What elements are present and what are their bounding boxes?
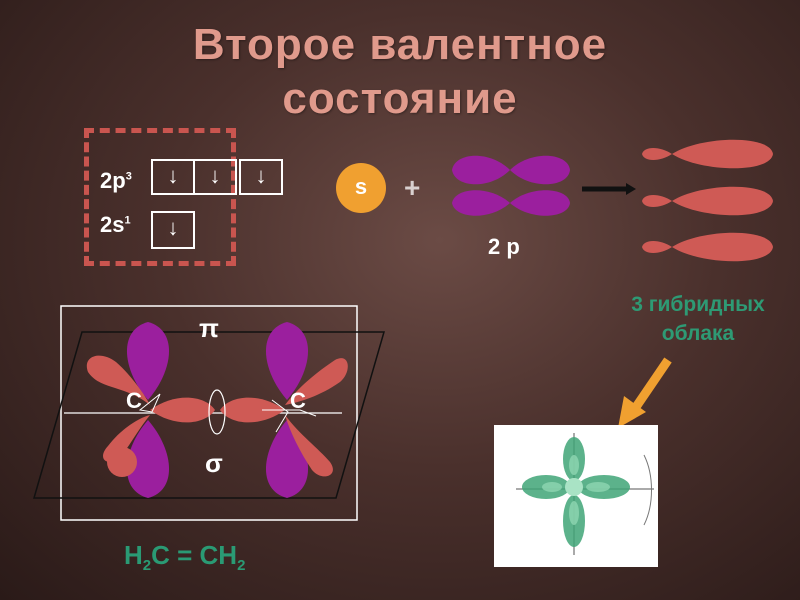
ethylene-formula: H2C = CH2 bbox=[124, 540, 246, 575]
carbon-center-marks bbox=[138, 393, 317, 433]
s-cell-1: ↓ bbox=[151, 211, 195, 249]
sigma-overlap-ring bbox=[208, 389, 226, 435]
config-2p-label: 2p3 bbox=[100, 168, 132, 193]
green-orbitals-picture bbox=[516, 433, 654, 555]
p-cell-2: ↓ bbox=[193, 159, 237, 195]
config-2s-label: 2s1 bbox=[100, 212, 131, 237]
molecular-plane bbox=[33, 331, 385, 499]
bond-frame bbox=[60, 305, 358, 521]
slide-title: Второе валентное состояние bbox=[0, 18, 800, 126]
title-line-1: Второе валентное bbox=[192, 20, 608, 69]
orbital-inset-image bbox=[494, 425, 658, 567]
s-orbital: s bbox=[336, 163, 386, 213]
pi-orbitals bbox=[126, 322, 309, 498]
hybrid-orbitals bbox=[642, 139, 773, 262]
carbon-left-label: C bbox=[126, 388, 142, 413]
hybrid-clouds-label: 3 гибридных облака bbox=[631, 293, 765, 345]
reaction-arrow bbox=[582, 183, 636, 195]
sigma-orbitals bbox=[86, 355, 348, 477]
p-orbital-label: 2 p bbox=[488, 234, 520, 259]
plus-sign: + bbox=[404, 172, 421, 203]
config-dashed-frame bbox=[84, 128, 236, 266]
pi-bond-label: π bbox=[199, 313, 219, 343]
p-cell-3: ↓ bbox=[239, 159, 283, 195]
p-orbitals-pair bbox=[452, 155, 570, 216]
sigma-bond-label: σ bbox=[205, 448, 223, 478]
carbon-right-label: C bbox=[290, 388, 306, 413]
title-line-2: состояние bbox=[282, 74, 518, 123]
